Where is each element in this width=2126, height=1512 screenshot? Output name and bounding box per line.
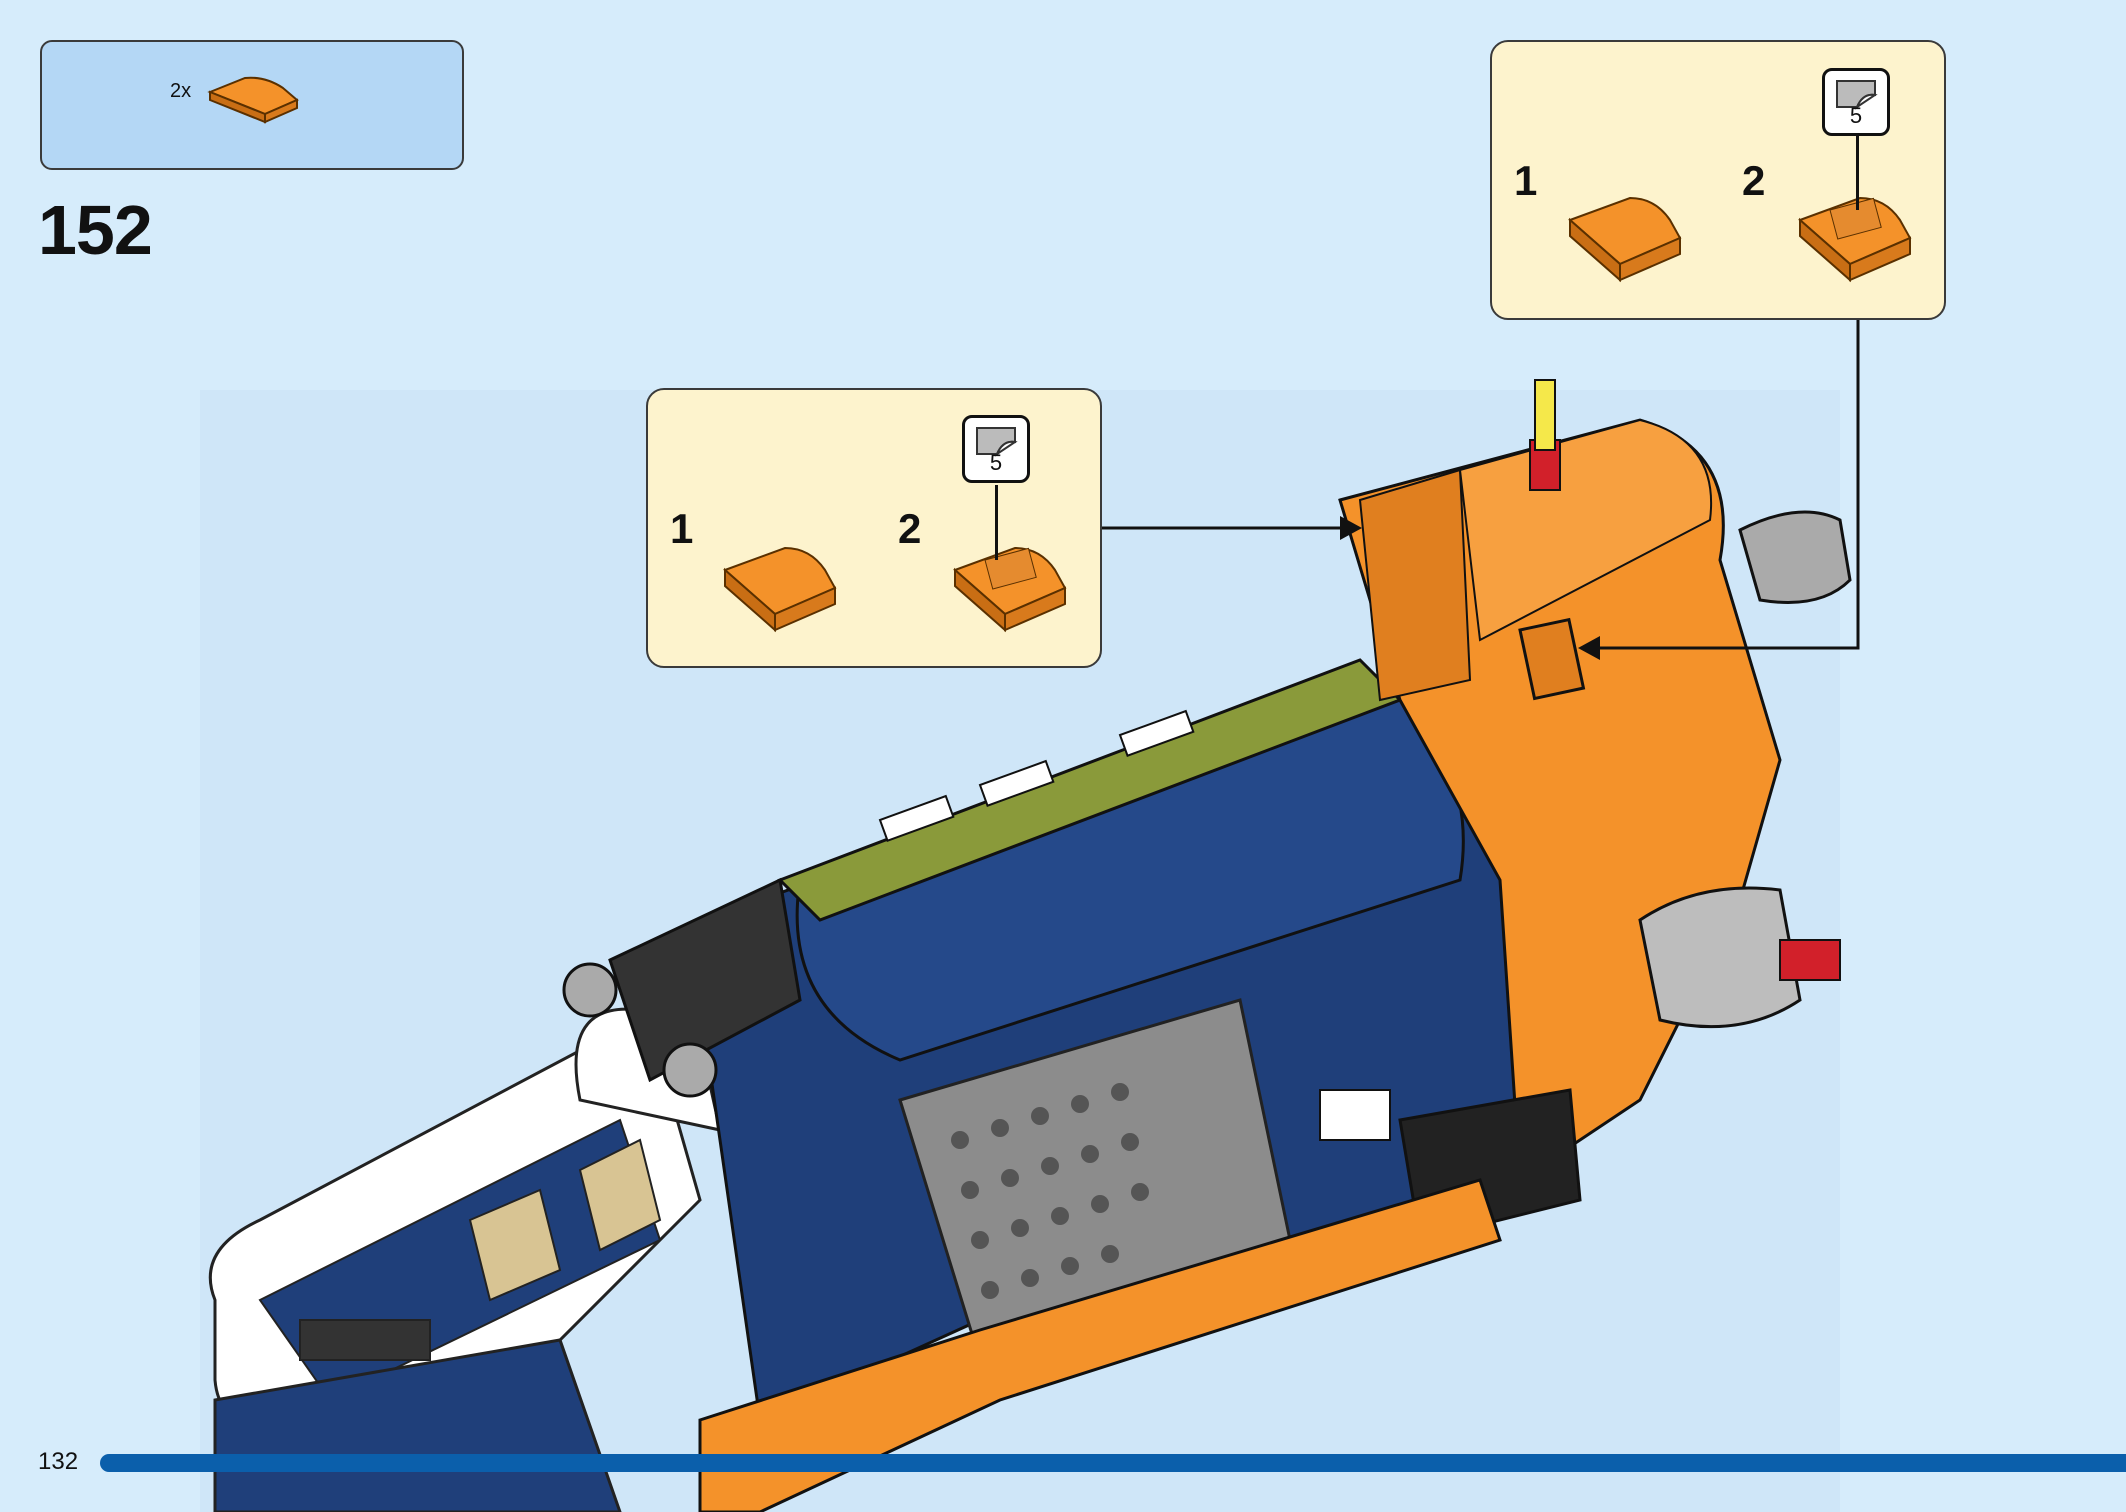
orange-curved-slope-part-icon: [207, 76, 299, 124]
callout-left-substep-1: 1: [670, 505, 694, 552]
orange-slope-part-icon: [723, 546, 837, 633]
page-number: 132: [38, 1448, 79, 1475]
orange-fin-top: [1458, 418, 1713, 642]
callout-right-substep-1: 1: [1514, 157, 1538, 204]
front-light-2: [662, 1042, 718, 1098]
callout-right-substep-2: 2: [1742, 157, 1766, 204]
tan-seat-1: [468, 1188, 562, 1302]
yellow-antenna: [1534, 379, 1556, 451]
step-number: 152: [38, 191, 153, 269]
orange-bottom-runner: [698, 1178, 1502, 1512]
tan-seat-2: [578, 1138, 662, 1252]
deck-studs: [951, 1083, 1149, 1299]
left-sticker-leader-line: [995, 485, 998, 560]
page-progress-bar: [100, 1454, 2126, 1472]
right-sticker-leader-line: [1856, 135, 1859, 210]
sticker-reference-left: 5: [962, 415, 1030, 483]
callout-left-substep-2: 2: [898, 505, 922, 552]
orange-fin-left: [1358, 468, 1472, 702]
sticker-number-left: 5: [989, 450, 1003, 475]
right-callout-arrow-line: [1600, 320, 1860, 650]
left-callout-arrowhead: [1340, 516, 1362, 540]
orange-slope-with-sticker-icon-right: [1798, 196, 1912, 283]
red-rear-light: [1779, 939, 1841, 981]
orange-target-tile: [1518, 617, 1586, 701]
orange-slope-part-icon-right: [1568, 196, 1682, 283]
parts-quantity: 2x: [170, 80, 192, 102]
control-panel: [299, 1319, 431, 1361]
sticker-reference-right: 5: [1822, 68, 1890, 136]
sticker-number-right: 5: [1849, 103, 1863, 128]
windows: [878, 709, 1195, 842]
front-light-1: [562, 962, 618, 1018]
sticker-sheet-icon: [976, 427, 1018, 457]
orange-slope-with-sticker-icon: [953, 546, 1067, 633]
white-side-sign: [1319, 1089, 1391, 1141]
gray-engine-top: [1738, 510, 1852, 604]
gray-engine-bottom: [1638, 886, 1802, 1029]
black-front-block: [608, 877, 802, 1083]
sticker-sheet-icon-right: [1836, 80, 1878, 110]
right-callout-arrowhead: [1578, 636, 1600, 660]
